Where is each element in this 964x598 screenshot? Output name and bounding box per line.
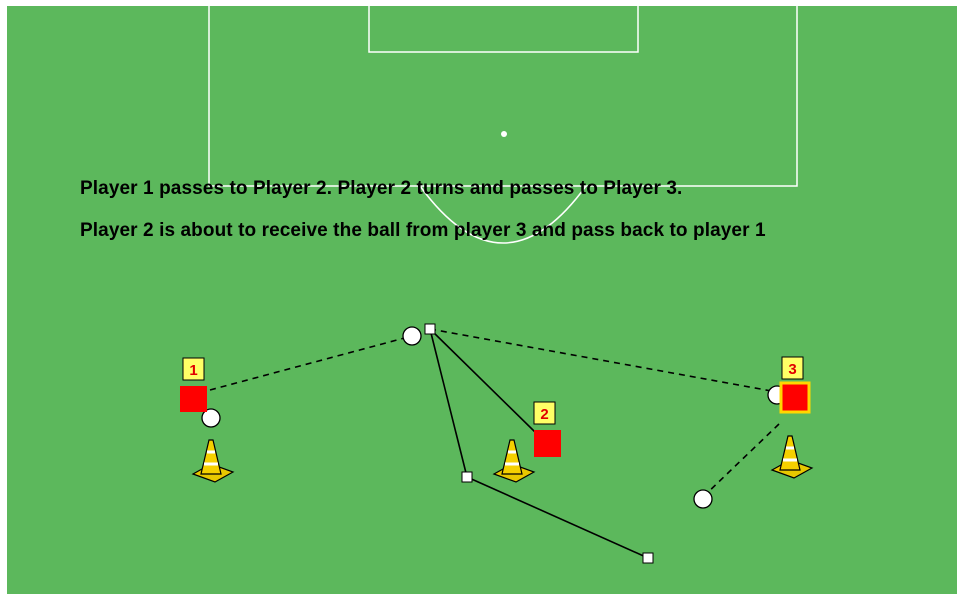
ball [694, 490, 712, 508]
player-2-number: 2 [540, 406, 548, 423]
grass-field [7, 6, 957, 594]
player-3-number: 3 [788, 361, 796, 378]
waypoint-marker [462, 472, 472, 482]
waypoint-marker [425, 324, 435, 334]
waypoint-marker [643, 553, 653, 563]
penalty-spot [501, 131, 507, 137]
player-1-marker [180, 386, 207, 412]
instruction-line-1: Player 1 passes to Player 2. Player 2 tu… [80, 178, 682, 200]
ball [403, 327, 421, 345]
player-1-number: 1 [189, 362, 197, 379]
player-3-marker [781, 383, 809, 412]
instruction-line-2: Player 2 is about to receive the ball fr… [80, 220, 766, 242]
player-2-marker [534, 430, 561, 457]
